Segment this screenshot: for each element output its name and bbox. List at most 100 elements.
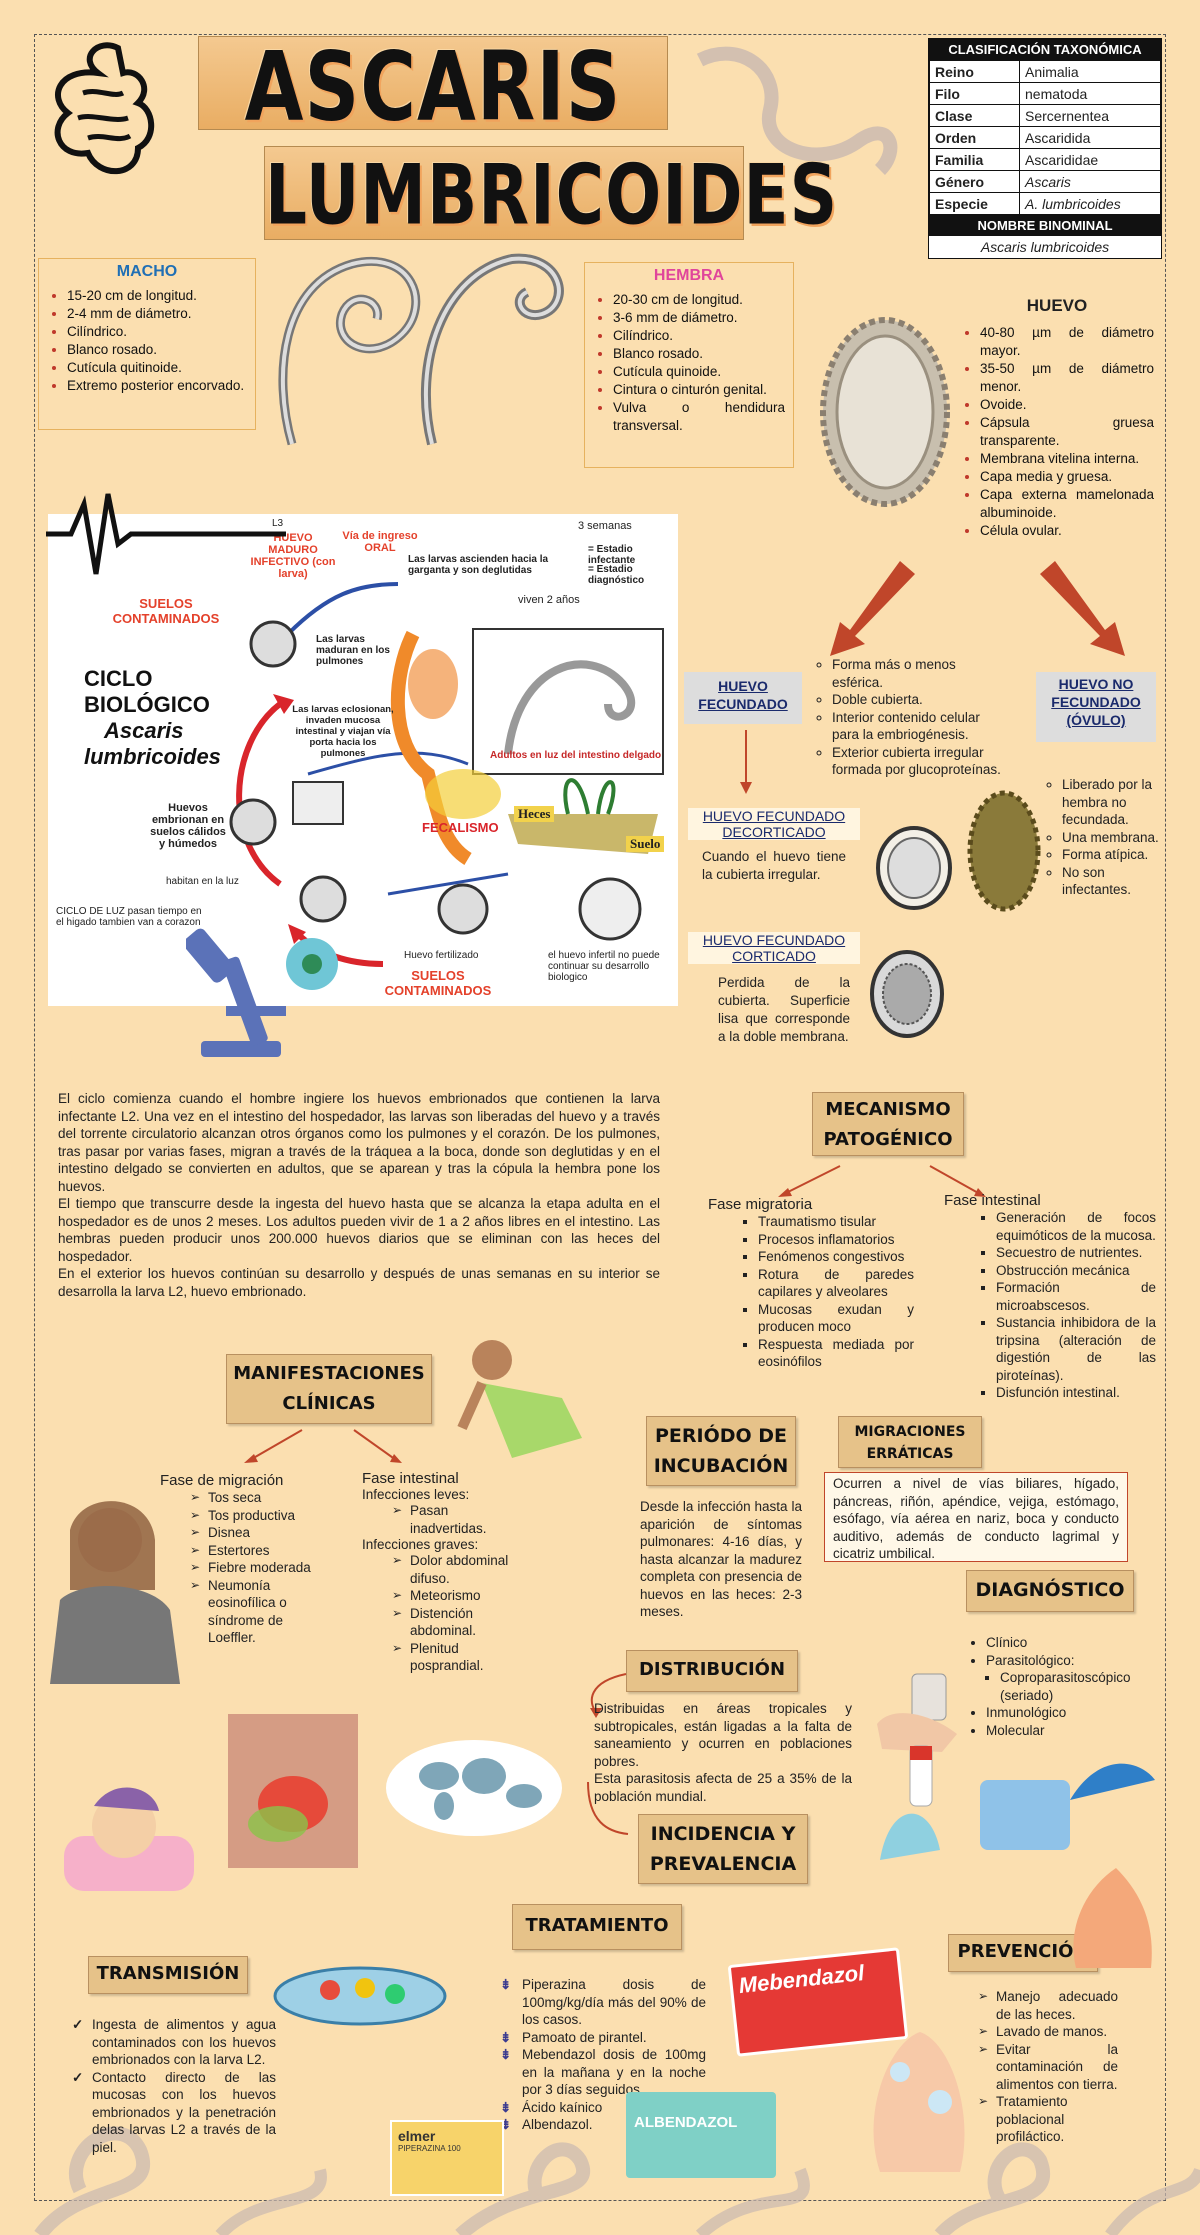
huevo-item-text: Capa externa mamelonada albuminoide.	[980, 487, 1154, 520]
huevo-item-4: Membrana vitelina interna.	[980, 450, 1154, 468]
huevo-item-5: Capa media y gruesa.	[980, 468, 1154, 486]
tratamiento-item-1: Pamoato de pirantel.	[500, 2029, 706, 2047]
diagnostico-sub-item: Coproparasitoscópico (seriado)	[1000, 1669, 1170, 1704]
ciclo-habitan: habitan en la luz	[166, 876, 239, 887]
taxonomy-value: Ascaridida	[1019, 126, 1161, 149]
huevo-item-text: Ovoide.	[980, 397, 1027, 412]
graves-title: Infecciones graves:	[362, 1537, 479, 1552]
hembra-item-text: 20-30 cm de longitud.	[613, 292, 743, 307]
prevencion-item-1: Lavado de manos.	[978, 2023, 1118, 2041]
hembra-title: HEMBRA	[653, 267, 725, 284]
fase-intestinal-item-3: Formación de microabscesos.	[996, 1279, 1156, 1314]
ciclo-viven: viven 2 años	[518, 594, 580, 606]
small-arrow	[740, 730, 752, 794]
lab-illustration	[880, 1745, 1155, 1860]
hembra-item-text: Cilíndrico.	[613, 328, 674, 343]
fase-migracion-item-4: Fiebre moderada	[190, 1559, 320, 1577]
prevencion-item-3: Tratamiento poblacional profiláctico.	[978, 2093, 1118, 2146]
coughing-woman-illustration	[50, 1501, 180, 1684]
world-map-illustration	[386, 1740, 562, 1836]
life-cycle-diagram: CICLO BIOLÓGICO Ascaris lumbricoides SUE…	[48, 514, 678, 1006]
huevo-item-text: Capa media y gruesa.	[980, 469, 1113, 484]
fase-intestinal-item-0: Generación de focos equimóticos de la mu…	[996, 1209, 1156, 1244]
title-box-2: LUMBRICOIDES	[264, 146, 837, 240]
red-arrows	[830, 561, 1125, 656]
fase-migratoria-item-5: Respuesta mediada por eosinófilos	[758, 1336, 914, 1371]
hembra-item-text: Blanco rosado.	[613, 346, 704, 361]
heartbeat-icon	[46, 493, 286, 575]
binomial-name: Ascaris lumbricoides	[980, 239, 1110, 255]
macho-item-text: Cutícula quitinoide.	[67, 360, 182, 375]
hembra-box: HEMBRA 20-30 cm de longitud. 3-6 mm de di…	[584, 262, 794, 468]
huevo-fecundado-item-1: Doble cubierta.	[832, 691, 1010, 709]
huevo-no-fecundado-item-0: Liberado por la hembra no fecundada.	[1062, 776, 1162, 829]
macho-list: 15-20 cm de longitud.2-4 mm de diámetro.…	[47, 287, 247, 395]
graves-list: Dolor abdominal difuso.MeteorismoDistenc…	[362, 1552, 512, 1675]
macho-item-4: Cutícula quitinoide.	[67, 359, 247, 377]
title-line-1: ASCARIS	[244, 30, 622, 142]
macho-item-0: 15-20 cm de longitud.	[67, 287, 247, 305]
fase-migracion-item-2: Disnea	[190, 1524, 320, 1542]
huevo-item-6: Capa externa mamelonada albuminoide.	[980, 486, 1154, 522]
fase-migracion-title: Fase de migración	[160, 1472, 284, 1489]
decorticado-box: HUEVO FECUNDADO DECORTICADO Cuando el hu…	[688, 808, 860, 884]
corticado-box: HUEVO FECUNDADO CORTICADO Perdida de la …	[688, 932, 860, 1046]
distribucion-brackets	[587, 1673, 629, 1835]
distribucion-title: DISTRIBUCIÓN	[626, 1650, 798, 1692]
ciclo-infectante: = Estadio infectante	[588, 544, 636, 566]
huevo-no-fecundado-list: Liberado por la hembra no fecundada.Una …	[1042, 776, 1162, 899]
graves-item-3: Plenitud posprandial.	[392, 1640, 512, 1675]
hembra-item-text: Cutícula quinoide.	[613, 364, 722, 379]
food-bowl-illustration	[273, 1966, 447, 2026]
fase-intestinal-item-2: Obstrucción mecánica	[996, 1262, 1156, 1280]
macho-item-text: Extremo posterior encorvado.	[67, 378, 245, 393]
incidencia-title: INCIDENCIA Y PREVALENCIA	[638, 1814, 808, 1884]
hembra-item-4: Cutícula quinoide.	[613, 363, 785, 381]
ciclo-ascienden: Las larvas ascienden hacia la garganta y…	[408, 554, 549, 576]
piperazina-brand: elmer	[398, 2128, 436, 2144]
graves-item-1: Meteorismo	[392, 1587, 512, 1605]
tratamiento-item-2: Mebendazol dosis de 100mg en la mañana y…	[500, 2046, 706, 2099]
fase-migracion-list: Tos secaTos productivaDisneaEstertoresFi…	[160, 1489, 320, 1647]
leves-title: Infecciones leves:	[362, 1487, 470, 1502]
manifestaciones-title: MANIFESTACIONES CLÍNICAS	[226, 1354, 432, 1424]
huevo-fecundado-item-0: Forma más o menos esférica.	[832, 656, 1010, 691]
manifestaciones-arrows	[244, 1429, 402, 1463]
albendazol-box-image: ALBENDAZOL	[626, 2092, 776, 2178]
taxonomy-key: Especie	[929, 192, 1020, 215]
fase-migratoria-item-0: Traumatismo tisular	[758, 1213, 914, 1231]
mecanismo-arrows	[778, 1165, 986, 1197]
diagnostico-item-3: Molecular	[986, 1722, 1170, 1740]
fase-intestinal-mecanismo: Fase intestinal Generación de focos equi…	[944, 1192, 1156, 1402]
ciclo-embrionan: Huevos embrionan en suelos cálidos y húm…	[150, 802, 226, 850]
hembra-item-1: 3-6 mm de diámetro.	[613, 309, 785, 327]
incubacion-text: Desde la infección hasta la aparición de…	[640, 1499, 802, 1619]
hembra-item-3: Blanco rosado.	[613, 345, 785, 363]
migraciones-text: Ocurren a nivel de vías biliares, hígado…	[824, 1472, 1128, 1562]
macho-item-2: Cilíndrico.	[67, 323, 247, 341]
piperazina-label: PIPERAZINA 100	[398, 2144, 461, 2153]
taxonomy-key: Género	[929, 170, 1020, 193]
fase-migratoria-title: Fase migratoria	[708, 1196, 813, 1213]
taxonomy-value: nematoda	[1019, 82, 1161, 105]
ciclo-maduro: HUEVO MADURO INFECTIVO (con larva)	[250, 532, 336, 580]
tratamiento-item-4: Albendazol.	[500, 2116, 706, 2134]
macho-item-1: 2-4 mm de diámetro.	[67, 305, 247, 323]
binomial-heading: NOMBRE BINOMINAL	[929, 215, 1161, 236]
fase-migratoria-item-2: Fenómenos congestivos	[758, 1248, 914, 1266]
tratamiento-list: Piperazina dosis de 100mg/kg/día más del…	[480, 1976, 706, 2134]
huevo-fecundado-title: HUEVO FECUNDADO	[698, 678, 788, 712]
taxonomy-key: Clase	[929, 104, 1020, 127]
diagnostico-title: DIAGNÓSTICO	[966, 1570, 1134, 1612]
macho-item-text: Blanco rosado.	[67, 342, 158, 357]
diagnostico-item-2: Inmunológico	[986, 1704, 1170, 1722]
hembra-item-text: 3-6 mm de diámetro.	[613, 310, 738, 325]
decorticado-text: Cuando el huevo tiene la cubierta irregu…	[702, 849, 846, 882]
ciclo-title: CICLO BIOLÓGICO Ascaris lumbricoides	[84, 666, 221, 770]
fase-migratoria-item-1: Procesos inflamatorios	[758, 1231, 914, 1249]
hembra-item-5: Cintura o cinturón genital.	[613, 381, 785, 399]
fase-intestinal-item-5: Disfunción intestinal.	[996, 1384, 1156, 1402]
